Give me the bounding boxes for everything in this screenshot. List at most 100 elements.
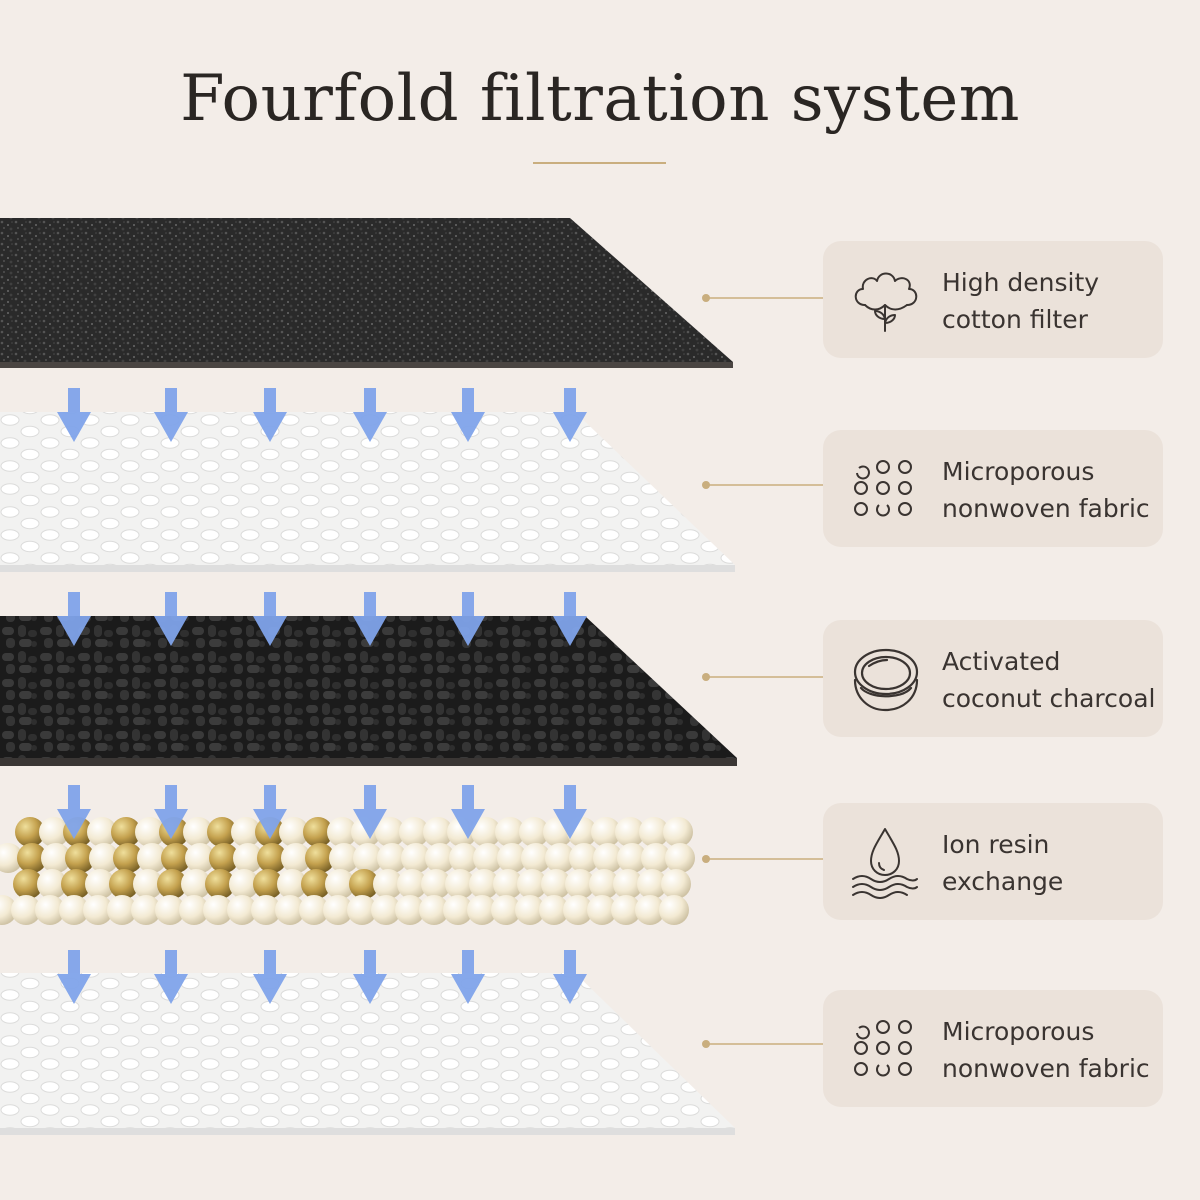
pearl-resin-bead (563, 895, 593, 925)
down-arrow-icon (154, 950, 188, 1004)
down-arrow-icon (451, 785, 485, 839)
label-line-2: nonwoven fabric (942, 494, 1150, 523)
pearl-resin-bead (325, 869, 355, 899)
pearl-resin-bead (637, 869, 667, 899)
pearl-resin-bead (591, 817, 621, 847)
pearl-resin-bead (375, 817, 405, 847)
pearl-resin-bead (641, 843, 671, 873)
pearl-resin-bead (541, 869, 571, 899)
pearl-resin-bead (137, 843, 167, 873)
pearl-resin-bead (659, 895, 689, 925)
down-arrow-icon (353, 785, 387, 839)
title-divider (533, 162, 666, 164)
pearl-resin-bead (473, 843, 503, 873)
pearl-resin-bead (87, 817, 117, 847)
microporous-fabric-layer-1 (0, 412, 735, 572)
pearl-resin-bead (11, 895, 41, 925)
pearl-resin-bead (83, 895, 113, 925)
pearl-resin-bead (277, 869, 307, 899)
pearl-resin-bead (425, 843, 455, 873)
down-arrow-icon (57, 785, 91, 839)
down-arrow-icon (553, 592, 587, 646)
gold-resin-bead (17, 843, 47, 873)
cotton-filter-layer (0, 218, 733, 368)
pearl-resin-bead (347, 895, 377, 925)
label-line-1: Microporous (942, 1017, 1095, 1046)
pearl-resin-bead (635, 895, 665, 925)
pearl-resin-bead (373, 869, 403, 899)
pearl-resin-bead (59, 895, 89, 925)
down-arrow-icon (253, 950, 287, 1004)
gold-resin-bead (303, 817, 333, 847)
connector-dot (702, 673, 710, 681)
pearl-resin-bead (421, 869, 451, 899)
label-line-1: Ion resin (942, 830, 1050, 859)
gold-resin-bead (207, 817, 237, 847)
pearl-resin-bead (233, 843, 263, 873)
gold-resin-bead (257, 843, 287, 873)
pearl-resin-bead (593, 843, 623, 873)
pearl-resin-bead (661, 869, 691, 899)
down-arrow-icon (154, 592, 188, 646)
gold-resin-bead (301, 869, 331, 899)
label-card-cotton: High density cotton filter (823, 241, 1163, 358)
pearl-resin-bead (0, 843, 23, 873)
pearl-resin-bead (227, 895, 257, 925)
pearl-resin-bead (133, 869, 163, 899)
pearl-resin-bead (401, 843, 431, 873)
pearl-resin-bead (517, 869, 547, 899)
pearl-resin-bead (589, 869, 619, 899)
label-line-2: coconut charcoal (942, 684, 1156, 713)
pearl-resin-bead (183, 817, 213, 847)
pearl-resin-bead (89, 843, 119, 873)
pearl-resin-bead (377, 843, 407, 873)
label-line-1: Activated (942, 647, 1061, 676)
pearl-resin-bead (185, 843, 215, 873)
pearl-resin-bead (35, 895, 65, 925)
down-arrow-icon (451, 388, 485, 442)
gold-resin-bead (253, 869, 283, 899)
down-arrow-icon (253, 592, 287, 646)
down-arrow-icon (154, 785, 188, 839)
pearl-resin-bead (37, 869, 67, 899)
pearl-resin-bead (41, 843, 71, 873)
down-arrow-icon (154, 388, 188, 442)
flow-arrows (57, 388, 587, 1004)
pearl-resin-bead (491, 895, 521, 925)
gold-resin-bead (113, 843, 143, 873)
pearl-resin-bead (497, 843, 527, 873)
label-line-2: cotton filter (942, 305, 1088, 334)
activated-charcoal-layer (0, 616, 737, 766)
cotton-flower-icon (854, 272, 918, 332)
down-arrow-icon (553, 950, 587, 1004)
connector-dot (702, 294, 710, 302)
pearl-resin-bead (587, 895, 617, 925)
connector-dot (702, 1040, 710, 1048)
pearl-resin-bead (353, 843, 383, 873)
pearl-resin-bead (281, 843, 311, 873)
label-line-1: High density (942, 268, 1100, 297)
pearl-resin-bead (467, 895, 497, 925)
connector-lines (702, 294, 823, 1048)
pearl-resin-bead (663, 817, 693, 847)
pearl-resin-bead (445, 869, 475, 899)
label-card-microporous-1: Microporous nonwoven fabric (823, 430, 1163, 547)
pearl-resin-bead (323, 895, 353, 925)
pearl-resin-bead (419, 895, 449, 925)
pearl-resin-bead (107, 895, 137, 925)
pearl-resin-bead (231, 817, 261, 847)
down-arrow-icon (57, 950, 91, 1004)
down-arrow-icon (253, 785, 287, 839)
label-card-resin: Ion resin exchange (823, 803, 1163, 920)
label-line-2: exchange (942, 867, 1064, 896)
page-title: Fourfold filtration system (180, 62, 1020, 136)
pearl-resin-bead (569, 843, 599, 873)
pearl-resin-bead (519, 817, 549, 847)
connector-dot (702, 855, 710, 863)
pearl-resin-bead (613, 869, 643, 899)
pearl-resin-bead (665, 843, 695, 873)
pearl-resin-bead (639, 817, 669, 847)
gold-resin-bead (65, 843, 95, 873)
gold-resin-bead (61, 869, 91, 899)
